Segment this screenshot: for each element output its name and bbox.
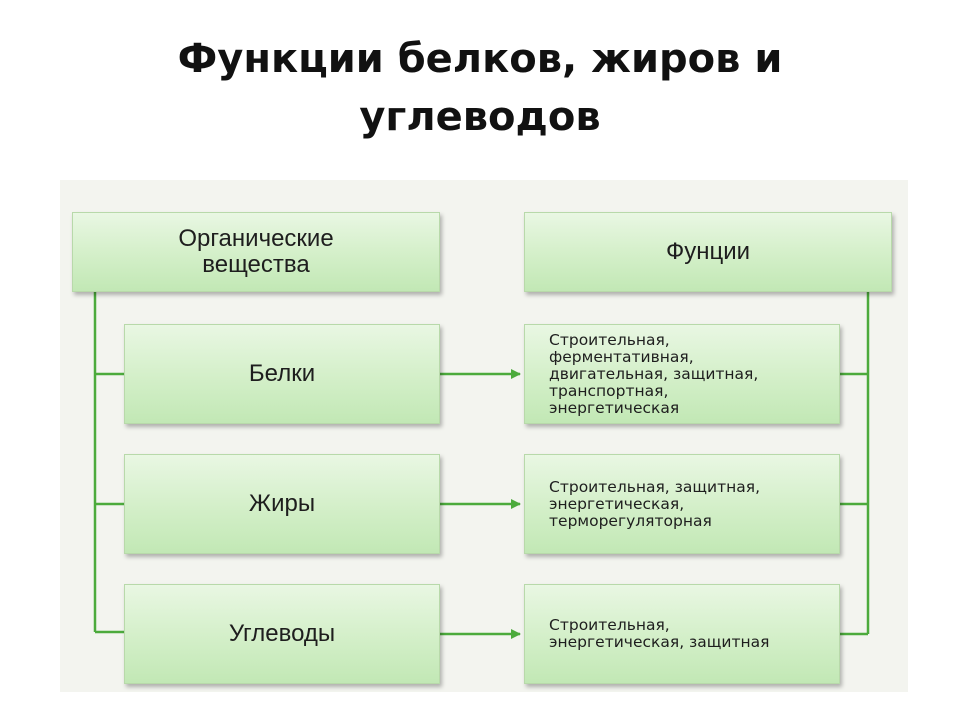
header-functions-label: Фунции xyxy=(665,238,751,265)
diagram-panel: Органические вещества Фунции Белки Строи… xyxy=(60,180,908,692)
functions-proteins-text: Строительная, ферментативная, двигательн… xyxy=(549,330,759,417)
functions-fats: Строительная, защитная, энергетическая, … xyxy=(524,454,840,554)
functions-carbohydrates: Строительная, энергетическая, защитная xyxy=(524,584,840,684)
substance-proteins: Белки xyxy=(124,324,440,424)
slide-title: Функции белков, жиров и углеводов xyxy=(0,30,960,146)
functions-carbohydrates-text: Строительная, энергетическая, защитная xyxy=(549,616,770,651)
header-organic-substances-label: Органические вещества xyxy=(178,225,334,278)
substance-carbohydrates: Углеводы xyxy=(124,584,440,684)
substance-fats: Жиры xyxy=(124,454,440,554)
header-organic-substances: Органические вещества xyxy=(72,212,440,292)
title-line-2: углеводов xyxy=(359,94,601,140)
substance-proteins-label: Белки xyxy=(248,360,316,387)
title-line-1: Функции белков, жиров и xyxy=(177,36,783,82)
functions-fats-text: Строительная, защитная, энергетическая, … xyxy=(549,477,760,530)
substance-fats-label: Жиры xyxy=(248,490,316,517)
substance-carbohydrates-label: Углеводы xyxy=(228,620,336,647)
header-functions: Фунции xyxy=(524,212,892,292)
connector-lines xyxy=(93,292,870,639)
functions-proteins: Строительная, ферментативная, двигательн… xyxy=(524,324,840,424)
